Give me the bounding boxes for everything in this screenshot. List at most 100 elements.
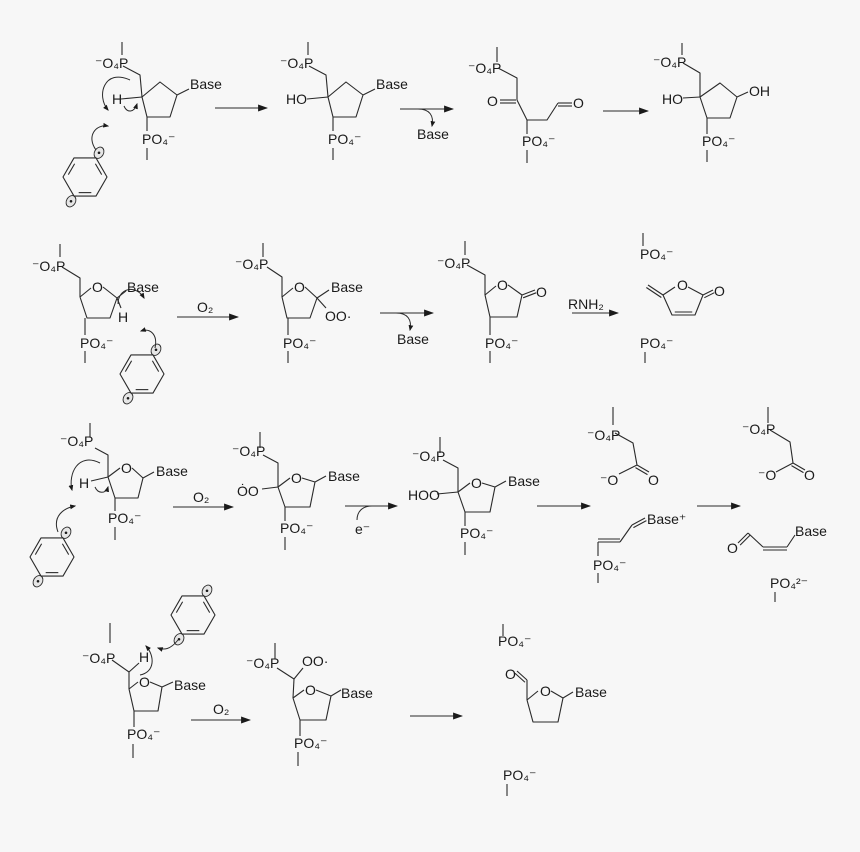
double-bond (124, 360, 133, 372)
peroxyl-label: OO· (302, 653, 328, 669)
base-label: Base (575, 684, 607, 700)
ring-oxygen-label: O (471, 475, 482, 491)
base-label: Base (190, 76, 222, 92)
bonds-layer (29, 42, 806, 796)
phosphate-label: PO₄⁻ (702, 133, 735, 149)
oxygen-label: O (804, 467, 815, 483)
bond (261, 486, 279, 490)
double-bond (61, 543, 70, 555)
curved-arrow (139, 327, 157, 349)
base-label: Base (376, 76, 408, 92)
phosphate-label: PO₄⁻ (640, 246, 673, 262)
oxygen-label: O (714, 283, 725, 299)
phosphate-label: PO₄⁻ (280, 520, 313, 536)
benzene-diradical (119, 343, 165, 405)
bond (769, 429, 794, 464)
bond (128, 681, 139, 690)
base-label: Base (795, 523, 827, 539)
bond (128, 686, 163, 712)
bond (514, 672, 526, 683)
curved-arrow (356, 505, 373, 521)
oxygen-label: O (536, 284, 547, 300)
double-bond (175, 601, 184, 613)
bond (521, 289, 536, 296)
bond (281, 287, 294, 298)
bond (116, 290, 127, 299)
bond (304, 286, 318, 299)
bond (122, 65, 143, 98)
bond (102, 286, 118, 299)
bond (699, 82, 738, 119)
bond (316, 297, 327, 309)
carboxylate-oxygen-label: ⁻O (758, 467, 776, 483)
radical-dot-icon (36, 579, 40, 583)
bond (107, 467, 121, 478)
bond (497, 67, 518, 100)
bond (306, 96, 329, 100)
phosphate-label: ⁻O₄P (437, 255, 470, 271)
ring-oxygen-label: O (294, 279, 305, 295)
phosphate-label: ⁻O₄P (412, 448, 445, 464)
reagent-label: RNH₂ (568, 296, 604, 312)
base-label: Base (341, 685, 373, 701)
hydroxyl-label: HO (662, 91, 683, 107)
bond (775, 462, 794, 473)
ring-oxygen-label: O (540, 683, 551, 699)
double-bond (151, 360, 160, 372)
curved-arrow (139, 645, 153, 676)
radical-dot-icon (69, 199, 73, 203)
hydroxyl-label: HO (286, 91, 307, 107)
bond (736, 91, 749, 98)
bond (618, 464, 638, 475)
reagent-label: O₂ (213, 701, 229, 717)
bond (266, 266, 283, 297)
phosphate-label: PO₄⁻ (127, 726, 160, 742)
phosphate-label: ⁻O₄P (246, 655, 279, 671)
bond (516, 670, 528, 681)
phosphate-label: ⁻O₄P (235, 256, 268, 272)
bond (550, 690, 564, 699)
bond (107, 476, 144, 499)
bond (647, 284, 664, 296)
bond (292, 678, 295, 699)
ring-oxygen-label: O (92, 279, 103, 295)
oxygen-label: O (487, 93, 498, 109)
bond (682, 62, 701, 97)
curved-arrow (417, 108, 436, 128)
bond (522, 292, 537, 299)
phosphate-label: PO₄⁻ (80, 335, 113, 351)
bond (293, 667, 304, 680)
radical-dot-icon (126, 396, 130, 400)
bond (662, 286, 676, 296)
bond (330, 689, 342, 697)
oxygen-label: O (648, 472, 659, 488)
hydrogen-label: H (118, 309, 128, 325)
ring-oxygen-label: O (497, 277, 508, 293)
bond (792, 462, 806, 471)
hydroperoxide-label: HOO (408, 487, 440, 503)
bond (494, 480, 507, 488)
bond (281, 296, 318, 319)
base-cation-label: Base⁺ (647, 511, 686, 527)
curved-arrow (395, 312, 414, 332)
reagent-label: Base (417, 126, 449, 142)
bond (292, 689, 305, 699)
bond (436, 491, 459, 495)
bond (737, 532, 749, 544)
radical-dot-icon (64, 531, 68, 535)
radical-dot-icon (154, 348, 158, 352)
peroxyl-label: ȮO (237, 482, 259, 499)
phosphate-label: PO₄⁻ (108, 510, 141, 526)
bond (362, 88, 376, 96)
phosphate-label: ⁻O₄P (95, 55, 128, 71)
base-label: Base (508, 473, 540, 489)
bond (176, 88, 190, 96)
base-label: Base (127, 279, 159, 295)
curved-arrow (123, 102, 138, 112)
bond (484, 285, 497, 296)
double-bond (202, 601, 211, 613)
phosphate-label: ⁻O₄P (32, 258, 65, 274)
hydrogen-label: H (139, 649, 149, 665)
oxygen-label: O (573, 95, 584, 111)
